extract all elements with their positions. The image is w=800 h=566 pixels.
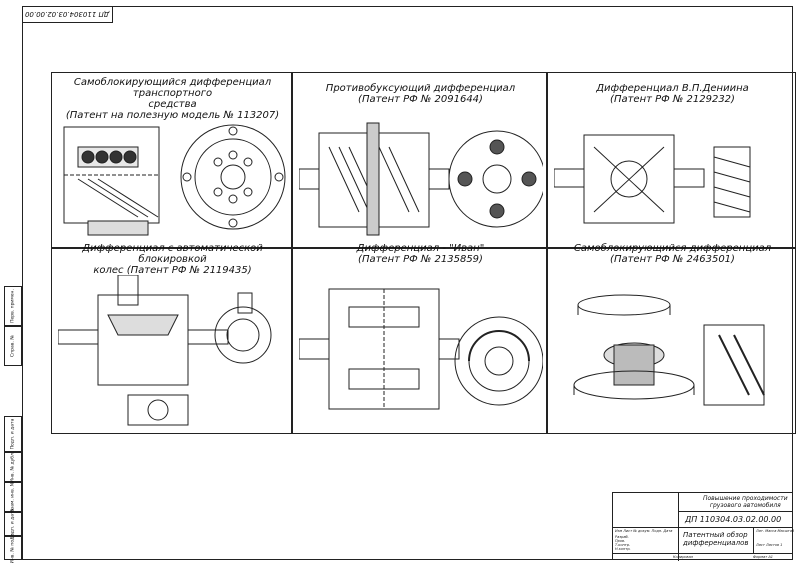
panel-2: Противобуксующий дифференциал(Патент РФ … — [292, 72, 547, 248]
tb-sheet-info: Лист Листов 1 — [756, 543, 783, 547]
strip-cell: Инв. № дубл. — [4, 452, 22, 482]
strip-cell: Инв. № подл. — [4, 532, 22, 564]
panel-2-drawing — [299, 122, 543, 236]
panel-1: Самоблокирующийся дифференциал транспорт… — [51, 72, 292, 248]
top-stamp-code: ДП 110304.03.02.00.00 — [24, 10, 110, 18]
patent-grid: Самоблокирующийся дифференциал транспорт… — [51, 72, 796, 434]
panel-3: Дифференциал В.П.Дениина(Патент РФ № 212… — [547, 72, 796, 248]
strip-cell: Перв. примен. — [4, 286, 22, 326]
strip-cell: Справ. № — [4, 326, 22, 366]
panel-3-title: Дифференциал В.П.Дениина(Патент РФ № 212… — [596, 83, 749, 105]
tb-doc-code: ДП 110304.03.02.00.00 — [685, 515, 782, 524]
panel-5-drawing — [299, 288, 543, 410]
panel-4-drawing — [58, 275, 272, 426]
tb-roles: Разраб.Пров.Т.контр.Н.контр. — [615, 535, 631, 551]
strip-cell: Подп. и дата — [4, 509, 22, 539]
panel-4-title: Дифференциал с автоматической блокировко… — [82, 243, 263, 276]
panel-1-drawing — [63, 124, 286, 236]
left-binding-strip: Перв. примен. Справ. № Подп. и дата Инв.… — [4, 286, 22, 564]
panel-6-drawing — [573, 294, 765, 406]
panel-6-title: Самоблокирующийся дифференциал(Патент РФ… — [573, 243, 772, 265]
panel-3-drawing — [554, 134, 751, 224]
panel-1-title: Самоблокирующийся дифференциал транспорт… — [65, 77, 280, 121]
tb-headers: Изм Лист № докум. Подп. Дата — [615, 529, 673, 533]
panel-6: Самоблокирующийся дифференциал(Патент РФ… — [547, 243, 796, 434]
sheet-frame — [22, 6, 793, 560]
panel-5-title: Дифференциал - "Иван"(Патент РФ № 213585… — [356, 243, 485, 265]
top-stamp: ДП 110304.03.02.00.00 — [22, 6, 113, 23]
tb-copied: Копировал — [673, 555, 693, 559]
strip-cell: Взам. инв. № — [4, 482, 22, 512]
panel-5: Дифференциал - "Иван"(Патент РФ № 213585… — [292, 243, 547, 434]
panel-2-title: Противобуксующий дифференциал(Патент РФ … — [325, 83, 516, 105]
panel-4: Дифференциал с автоматической блокировко… — [51, 243, 292, 434]
tb-format: Формат A1 — [753, 555, 773, 559]
strip-cell: Подп. и дата — [4, 416, 22, 452]
tb-lit: Лит. Масса Масштаб — [756, 529, 795, 533]
